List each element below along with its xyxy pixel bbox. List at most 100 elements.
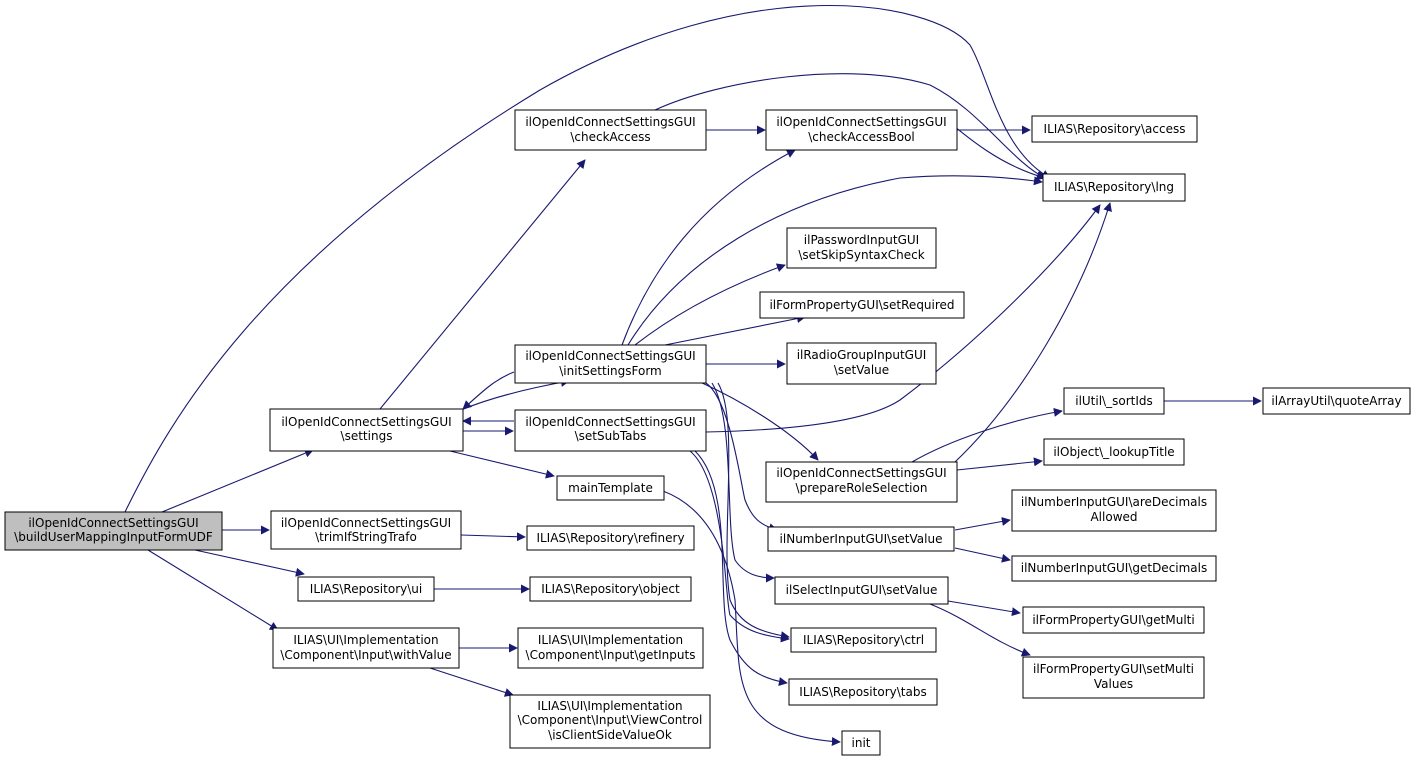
node-root[interactable]: ilOpenIdConnectSettingsGUI \buildUserMap…: [4, 511, 223, 551]
node-access[interactable]: ILIAS\Repository\access: [1031, 115, 1198, 143]
node-prepareRoleSelection-line-2: \prepareRoleSelection: [796, 481, 928, 495]
edge-initSettingsForm-settings: [462, 371, 515, 410]
node-mainTemplate[interactable]: mainTemplate: [556, 475, 665, 501]
node-root-line-1: ilOpenIdConnectSettingsGUI: [28, 516, 198, 530]
node-isClientSideValueOk[interactable]: ILIAS\UI\Implementation \Component\Input…: [509, 694, 711, 749]
node-getDecimals[interactable]: ilNumberInputGUI\getDecimals: [1011, 555, 1217, 582]
node-checkAccessBool[interactable]: ilOpenIdConnectSettingsGUI \checkAccessB…: [765, 109, 958, 151]
node-quoteArray[interactable]: ilArrayUtil\quoteArray: [1262, 387, 1411, 415]
node-checkAccess-line-1: ilOpenIdConnectSettingsGUI: [525, 115, 695, 129]
node-setSkipSyntaxCheck[interactable]: ilPasswordInputGUI \setSkipSyntaxCheck: [786, 227, 937, 269]
node-quoteArray-line-1: ilArrayUtil\quoteArray: [1271, 394, 1401, 408]
node-setRequired-line-1: ilFormPropertyGUI\setRequired: [769, 298, 954, 312]
node-sortIds-line-1: ilUtil\_sortIds: [1075, 394, 1153, 408]
edge-root-lng: [124, 4, 1051, 513]
node-initSettingsForm-line-2: \initSettingsForm: [559, 364, 661, 378]
edge-selectSetValue-getMulti: [947, 600, 1021, 617]
edges: [124, 4, 1262, 746]
node-areDecimalsAllowed[interactable]: ilNumberInputGUI\areDecimals Allowed: [1011, 489, 1217, 532]
node-ui[interactable]: ILIAS\Repository\ui: [297, 576, 435, 602]
edge-setSubTabs-tabs: [694, 450, 788, 686]
edge-mainTemplate-init: [662, 490, 841, 746]
node-isClientSideValueOk-line-2: \Component\Input\ViewControl: [518, 713, 703, 727]
edge-setSubTabs-ctrl: [689, 450, 790, 643]
node-root-line-2: \buildUserMappingInputFormUDF: [14, 530, 213, 544]
node-radioSetValue[interactable]: ilRadioGroupInputGUI \setValue: [786, 342, 937, 385]
node-setSubTabs[interactable]: ilOpenIdConnectSettingsGUI \setSubTabs: [514, 409, 707, 452]
node-settings[interactable]: ilOpenIdConnectSettingsGUI \settings: [269, 408, 464, 452]
node-getInputs-line-1: ILIAS\UI\Implementation: [538, 633, 683, 647]
node-isClientSideValueOk-line-3: \isClientSideValueOk: [548, 728, 672, 742]
edge-settings-mainTemplate: [449, 450, 555, 479]
node-getMulti-line-1: ilFormPropertyGUI\getMulti: [1032, 613, 1194, 627]
node-isClientSideValueOk-line-1: ILIAS\UI\Implementation: [537, 699, 682, 713]
edge-settings-checkAccess: [379, 159, 586, 410]
edge-numberSetValue-getDecimals: [954, 547, 1011, 563]
node-init[interactable]: init: [841, 730, 881, 756]
node-setMultiValues-line-1: ilFormPropertyGUI\setMulti: [1033, 662, 1194, 676]
node-getInputs[interactable]: ILIAS\UI\Implementation \Component\Input…: [517, 627, 704, 669]
node-checkAccessBool-line-1: ilOpenIdConnectSettingsGUI: [776, 115, 946, 129]
node-numberSetValue-line-1: ilNumberInputGUI\setValue: [780, 532, 943, 546]
node-settings-line-1: ilOpenIdConnectSettingsGUI: [281, 415, 451, 429]
node-setSubTabs-line-2: \setSubTabs: [575, 429, 647, 443]
edge-setSubTabs-lng: [705, 204, 1101, 433]
edge-initSettingsForm-checkAccessBool: [621, 149, 796, 346]
edge-prepareRoleSelection-lookupTitle: [956, 457, 1043, 471]
edge-initSettingsForm-selectSetValue: [711, 382, 775, 583]
node-setMultiValues[interactable]: ilFormPropertyGUI\setMulti Values: [1022, 656, 1205, 699]
node-sortIds[interactable]: ilUtil\_sortIds: [1063, 387, 1165, 415]
node-lookupTitle-line-1: ilObject\_lookupTitle: [1053, 445, 1174, 459]
node-setSkipSyntaxCheck-line-1: ilPasswordInputGUI: [804, 233, 919, 247]
edge-initSettingsForm-lng: [627, 175, 1043, 346]
node-radioSetValue-line-1: ilRadioGroupInputGUI: [797, 348, 927, 362]
edge-prepareRoleSelection-lng: [954, 202, 1112, 463]
node-areDecimalsAllowed-line-1: ilNumberInputGUI\areDecimals: [1021, 495, 1207, 509]
edge-checkAccess-lng: [654, 73, 1046, 179]
node-withValue-line-2: \Component\Input\withValue: [280, 648, 451, 662]
node-withValue[interactable]: ILIAS\UI\Implementation \Component\Input…: [272, 627, 460, 669]
node-ctrl-line-1: ILIAS\Repository\ctrl: [803, 633, 924, 647]
node-initSettingsForm[interactable]: ilOpenIdConnectSettingsGUI \initSettings…: [514, 344, 707, 384]
edge-initSettingsForm-setSkipSyntaxCheck: [634, 263, 786, 346]
node-object[interactable]: ILIAS\Repository\object: [529, 576, 692, 602]
edge-prepareRoleSelection-sortIds: [911, 407, 1063, 463]
node-numberSetValue[interactable]: ilNumberInputGUI\setValue: [767, 526, 955, 552]
node-areDecimalsAllowed-line-2: Allowed: [1090, 510, 1137, 524]
node-initSettingsForm-line-1: ilOpenIdConnectSettingsGUI: [525, 349, 695, 363]
edge-initSettingsForm-numberSetValue: [705, 382, 778, 533]
node-prepareRoleSelection-line-1: ilOpenIdConnectSettingsGUI: [776, 466, 946, 480]
edge-settings-initSettingsForm: [460, 378, 570, 411]
node-tabs[interactable]: ILIAS\Repository\tabs: [788, 678, 938, 706]
node-lng[interactable]: ILIAS\Repository\lng: [1042, 173, 1186, 202]
node-selectSetValue-line-1: ilSelectInputGUI\setValue: [786, 583, 938, 597]
node-refinery-line-1: ILIAS\Repository\refinery: [536, 531, 684, 545]
node-access-line-1: ILIAS\Repository\access: [1044, 122, 1186, 136]
node-getInputs-line-2: \Component\Input\getInputs: [526, 648, 696, 662]
node-tabs-line-1: ILIAS\Repository\tabs: [799, 685, 926, 699]
node-setSkipSyntaxCheck-line-2: \setSkipSyntaxCheck: [798, 248, 924, 262]
node-checkAccess[interactable]: ilOpenIdConnectSettingsGUI \checkAccess: [514, 109, 707, 151]
node-prepareRoleSelection[interactable]: ilOpenIdConnectSettingsGUI \prepareRoleS…: [765, 461, 958, 503]
edge-initSettingsForm-setRequired: [664, 314, 806, 346]
node-selectSetValue[interactable]: ilSelectInputGUI\setValue: [774, 576, 949, 605]
node-getDecimals-line-1: ilNumberInputGUI\getDecimals: [1021, 561, 1208, 575]
edge-root-withValue: [147, 549, 279, 631]
node-lookupTitle[interactable]: ilObject\_lookupTitle: [1043, 438, 1185, 466]
edge-trimIfStringTrafo-refinery: [460, 532, 526, 542]
node-object-line-1: ILIAS\Repository\object: [541, 582, 680, 596]
edge-withValue-isClientSideValueOk: [429, 667, 514, 697]
node-withValue-line-1: ILIAS\UI\Implementation: [293, 633, 438, 647]
node-refinery[interactable]: ILIAS\Repository\refinery: [526, 525, 695, 551]
node-settings-line-2: \settings: [341, 429, 393, 443]
edge-selectSetValue-setMultiValues: [929, 603, 1031, 657]
node-getMulti[interactable]: ilFormPropertyGUI\getMulti: [1022, 606, 1205, 634]
node-lng-line-1: ILIAS\Repository\lng: [1054, 180, 1174, 194]
node-trimIfStringTrafo-line-1: ilOpenIdConnectSettingsGUI: [281, 516, 451, 530]
node-setRequired[interactable]: ilFormPropertyGUI\setRequired: [759, 291, 965, 319]
node-setMultiValues-line-2: Values: [1094, 677, 1133, 691]
node-trimIfStringTrafo[interactable]: ilOpenIdConnectSettingsGUI \trimIfString…: [270, 510, 462, 550]
node-ui-line-1: ILIAS\Repository\ui: [310, 582, 422, 596]
node-ctrl[interactable]: ILIAS\Repository\ctrl: [790, 627, 937, 653]
